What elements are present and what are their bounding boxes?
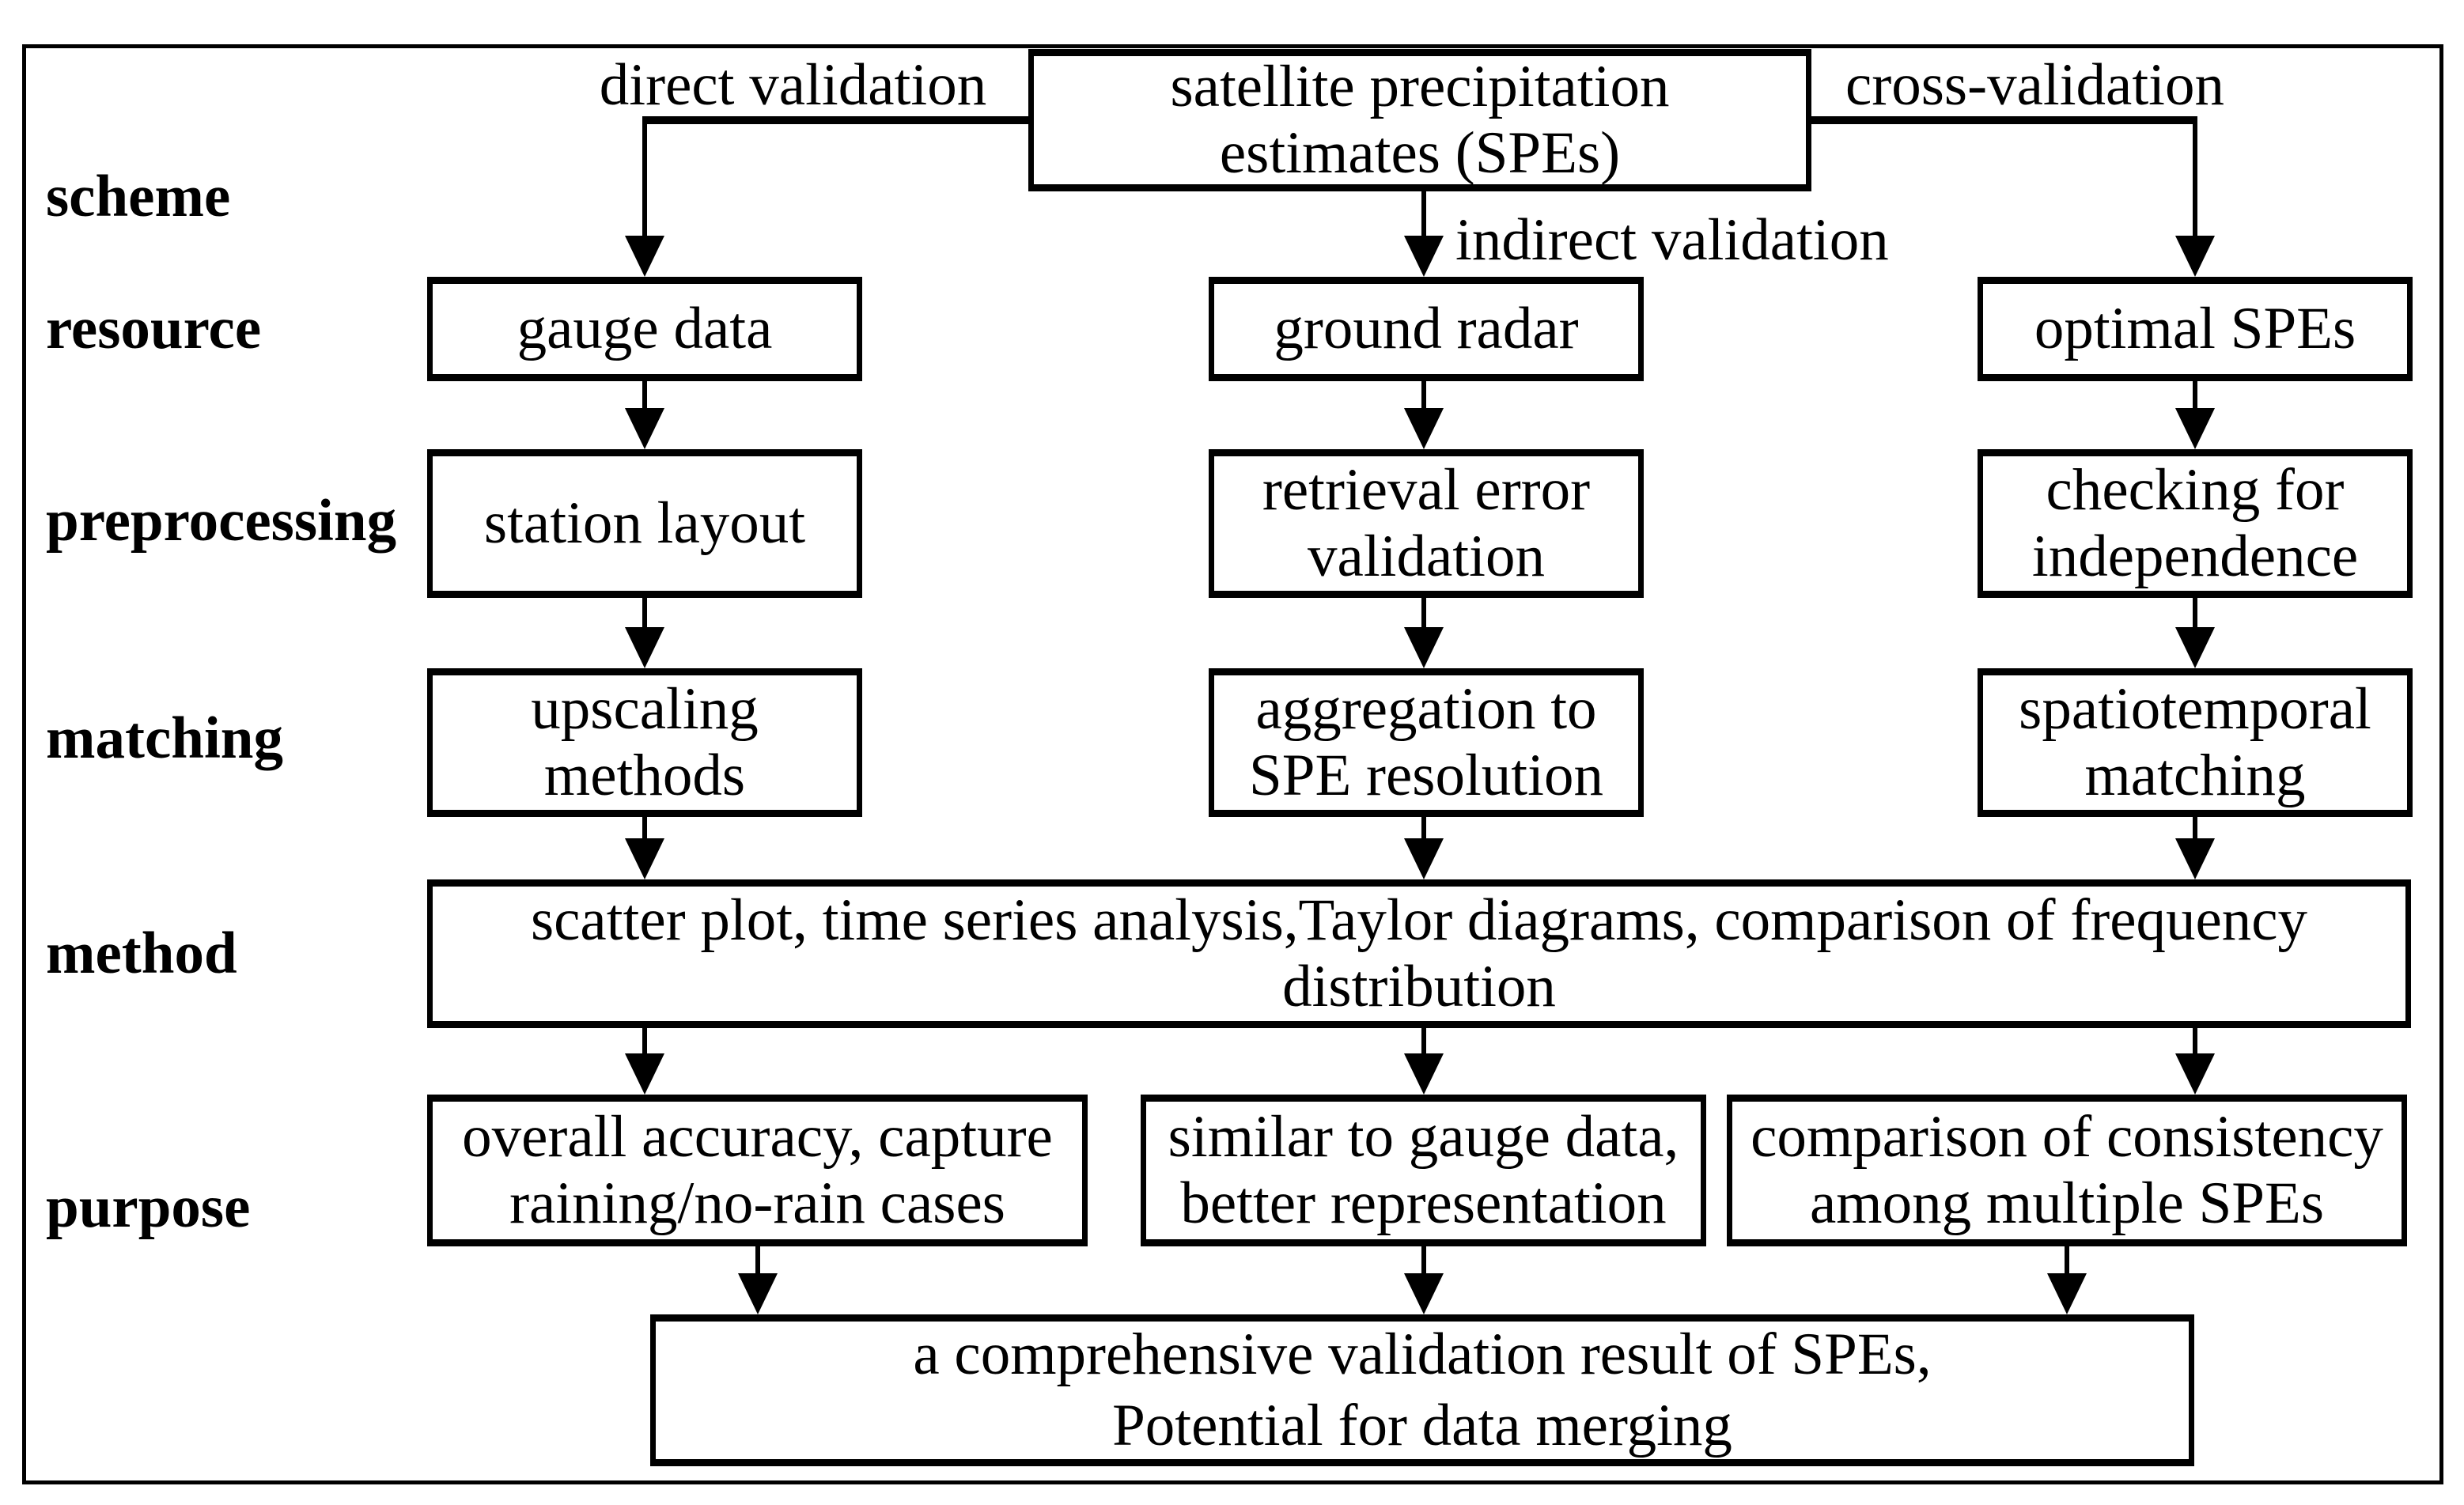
box-method-list: scatter plot, time series analysis,Taylo… (427, 879, 2411, 1028)
arrowhead-icon (1404, 1053, 1444, 1095)
box-text-line: matching (2084, 743, 2306, 808)
arrowhead-icon (2175, 236, 2215, 277)
box-text-line: overall accuracy, capture (462, 1104, 1053, 1170)
box-text-line: SPE resolution (1249, 743, 1603, 808)
box-text-line: similar to gauge data, (1168, 1104, 1679, 1170)
connector-root-to-optimal-horizontal (1806, 116, 2197, 124)
box-text-line: checking for (2046, 457, 2345, 523)
connector-purpose2-to-result (1421, 1246, 1426, 1273)
box-text-line: scatter plot, time series analysis,Taylo… (530, 887, 2308, 953)
box-text-line: gauge data (517, 296, 773, 361)
connector-gauge-to-station (642, 381, 647, 408)
box-text-line: raining/no-rain cases (509, 1170, 1005, 1236)
arrowhead-icon (2175, 408, 2215, 449)
box-comparison-of-consistency: comparison of consistency among multiple… (1727, 1095, 2407, 1246)
connector-root-to-gauge-vertical (642, 116, 647, 236)
box-ground-radar: ground radar (1209, 277, 1644, 381)
row-label-scheme: scheme (46, 164, 231, 229)
box-text-line: estimates (SPEs) (1219, 120, 1621, 186)
row-label-purpose: purpose (46, 1174, 251, 1240)
arrowhead-icon (625, 408, 664, 449)
arrowhead-icon (625, 838, 664, 879)
edge-label-cross-validation: cross-validation (1845, 52, 2225, 118)
connector-aggregation-to-method (1421, 817, 1426, 838)
arrowhead-icon (1404, 1273, 1444, 1314)
connector-retrieval-to-aggregation (1421, 598, 1426, 627)
row-label-method: method (46, 921, 237, 986)
box-text-line: aggregation to (1255, 676, 1597, 742)
box-retrieval-error-validation: retrieval error validation (1209, 449, 1644, 598)
arrowhead-icon (625, 236, 664, 277)
arrowhead-icon (1404, 838, 1444, 879)
arrowhead-icon (2175, 838, 2215, 879)
arrowhead-icon (1404, 627, 1444, 668)
connector-radar-to-retrieval (1421, 381, 1426, 408)
row-label-preprocessing: preprocessing (46, 488, 397, 554)
row-label-resource: resource (46, 296, 262, 361)
box-checking-for-independence: checking for independence (1978, 449, 2413, 598)
box-optimal-spes: optimal SPEs (1978, 277, 2413, 381)
box-text-line: independence (2031, 524, 2359, 589)
box-similar-to-gauge-data: similar to gauge data, better representa… (1141, 1095, 1706, 1246)
connector-optimal-to-checking (2193, 381, 2197, 408)
arrowhead-icon (1404, 236, 1444, 277)
connector-station-to-upscaling (642, 598, 647, 627)
edge-label-indirect-validation: indirect validation (1455, 207, 1889, 273)
row-label-matching: matching (46, 705, 283, 771)
arrowhead-icon (2175, 627, 2215, 668)
box-text-line: comparison of consistency (1751, 1104, 2383, 1170)
connector-spatiotemporal-to-method (2193, 817, 2197, 838)
box-gauge-data: gauge data (427, 277, 862, 381)
box-aggregation-to-spe-resolution: aggregation to SPE resolution (1209, 668, 1644, 817)
connector-method-to-purpose1 (642, 1028, 647, 1053)
box-overall-accuracy: overall accuracy, capture raining/no-rai… (427, 1095, 1088, 1246)
box-text-line: upscaling (531, 676, 759, 742)
arrowhead-icon (625, 627, 664, 668)
connector-method-to-purpose2 (1421, 1028, 1426, 1053)
connector-root-to-gauge-horizontal (642, 116, 1034, 124)
box-text-line: methods (543, 743, 746, 808)
box-text-line: a comprehensive validation result of SPE… (913, 1322, 1932, 1387)
box-text-line: station layout (483, 490, 806, 556)
arrowhead-icon (1404, 408, 1444, 449)
connector-method-to-purpose3 (2193, 1028, 2197, 1053)
connector-upscaling-to-method (642, 817, 647, 838)
connector-root-to-optimal-vertical (2193, 116, 2197, 236)
box-upscaling-methods: upscaling methods (427, 668, 862, 817)
box-text-line: optimal SPEs (2034, 296, 2356, 361)
connector-purpose1-to-result (755, 1246, 760, 1273)
box-satellite-precipitation-estimates: satellite precipitation estimates (SPEs) (1028, 49, 1811, 191)
box-text-line: ground radar (1274, 296, 1579, 361)
connector-checking-to-spatiotemporal (2193, 598, 2197, 627)
arrowhead-icon (625, 1053, 664, 1095)
edge-label-direct-validation: direct validation (599, 52, 987, 118)
box-text-line: validation (1308, 524, 1545, 589)
box-text-line: distribution (1282, 954, 1556, 1019)
box-spatiotemporal-matching: spatiotemporal matching (1978, 668, 2413, 817)
box-station-layout: station layout (427, 449, 862, 598)
arrowhead-icon (2047, 1273, 2087, 1314)
box-text-line: retrieval error (1262, 457, 1591, 523)
connector-root-to-radar-vertical (1421, 190, 1426, 236)
arrowhead-icon (2175, 1053, 2215, 1095)
connector-purpose3-to-result (2065, 1246, 2069, 1273)
arrowhead-icon (738, 1273, 778, 1314)
box-text-line: better representation (1180, 1170, 1667, 1236)
box-text-line: Potential for data merging (1112, 1393, 1732, 1458)
box-text-line: spatiotemporal (2019, 676, 2371, 742)
box-comprehensive-validation-result: a comprehensive validation result of SPE… (650, 1314, 2194, 1466)
box-text-line: among multiple SPEs (1809, 1170, 2325, 1236)
box-text-line: satellite precipitation (1170, 54, 1670, 119)
